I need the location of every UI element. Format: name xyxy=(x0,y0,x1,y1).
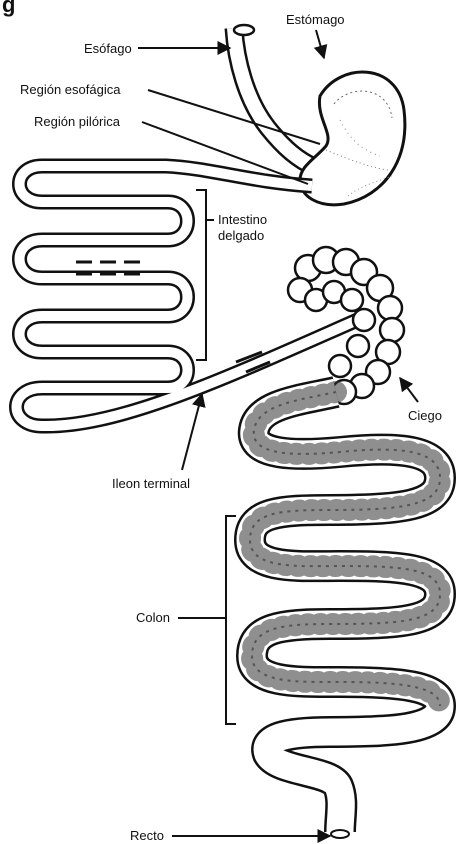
label-colon: Colon xyxy=(136,610,170,625)
label-region-esofagica: Región esofágica xyxy=(20,82,121,97)
label-region-pilorica: Región pilórica xyxy=(34,114,121,129)
label-intestino: Intestino xyxy=(218,212,267,227)
label-recto: Recto xyxy=(130,828,164,843)
label-delgado: delgado xyxy=(218,228,264,243)
label-ciego: Ciego xyxy=(408,408,442,423)
label-esofago: Esófago xyxy=(84,41,132,56)
label-ileon-terminal: Ileon terminal xyxy=(112,476,190,491)
colon xyxy=(250,392,440,838)
bracket-colon xyxy=(178,516,236,724)
stomach xyxy=(300,72,405,205)
bracket-small-intestine xyxy=(196,190,214,360)
esophagus xyxy=(234,25,316,168)
corner-letter: g xyxy=(2,0,15,17)
label-estomago: Estómago xyxy=(286,12,345,27)
